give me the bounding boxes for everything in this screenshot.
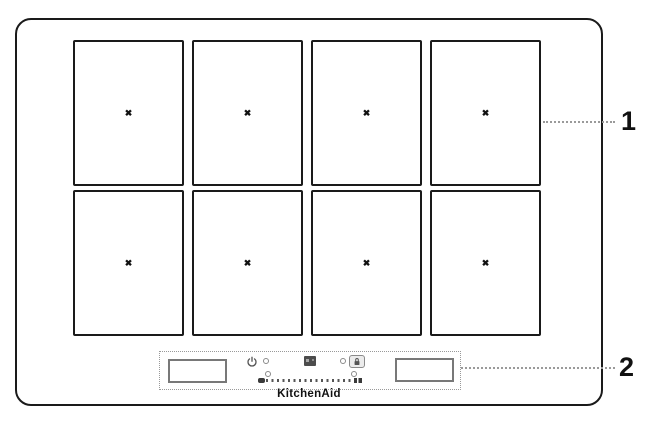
- cooking-zone: ✖: [73, 190, 184, 336]
- zone-center-marker: ✖: [362, 257, 371, 268]
- zone-center-marker: ✖: [124, 107, 133, 118]
- cooking-zone: ✖: [192, 40, 303, 186]
- callout-label-2: 2: [619, 352, 635, 382]
- callout-label-1: 1: [621, 106, 637, 136]
- cooking-zone: ✖: [430, 190, 541, 336]
- zone-center-marker: ✖: [481, 107, 490, 118]
- cooking-zones-grid: ✖ ✖ ✖ ✖ ✖ ✖ ✖ ✖: [73, 40, 541, 336]
- cooking-zone: ✖: [311, 190, 422, 336]
- left-display: [168, 359, 227, 383]
- brand-logo: KitchenAid: [277, 388, 341, 400]
- cooktop-outline: ✖ ✖ ✖ ✖ ✖ ✖ ✖ ✖: [15, 18, 603, 406]
- power-slider: [258, 378, 362, 383]
- right-display: [395, 358, 454, 382]
- slider-min-mark: [258, 378, 265, 383]
- callout-leader-1: [543, 121, 615, 123]
- zone-center-marker: ✖: [243, 257, 252, 268]
- zone-center-marker: ✖: [481, 257, 490, 268]
- cooking-zone: ✖: [430, 40, 541, 186]
- cooking-zone: ✖: [73, 40, 184, 186]
- callout-leader-2: [461, 367, 615, 369]
- indicator-dot: [340, 358, 346, 364]
- indicator-dot: [263, 358, 269, 364]
- cooking-zone: ✖: [311, 40, 422, 186]
- cooking-zone: ✖: [192, 190, 303, 336]
- zone-center-marker: ✖: [243, 107, 252, 118]
- control-panel: [159, 351, 461, 390]
- timer-display-icon: [304, 356, 316, 366]
- power-icon: [247, 356, 257, 367]
- indicator-dot: [351, 371, 357, 377]
- indicator-dot: [265, 371, 271, 377]
- lock-icon: [349, 355, 365, 368]
- slider-max-mark: [354, 378, 362, 383]
- zone-center-marker: ✖: [124, 257, 133, 268]
- zone-center-marker: ✖: [362, 107, 371, 118]
